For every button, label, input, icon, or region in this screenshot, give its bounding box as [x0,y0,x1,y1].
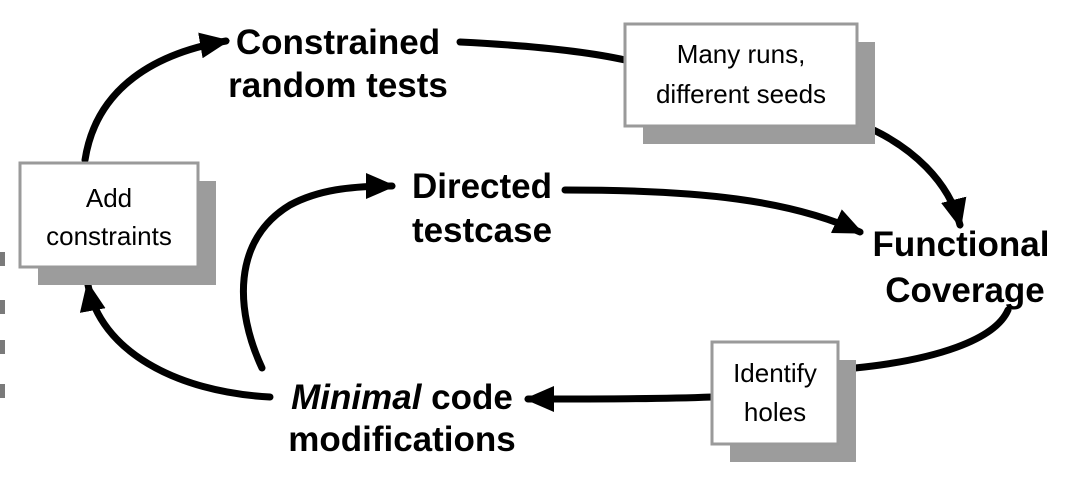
add-constraints-label-line1: Add [86,183,132,213]
node-functional-coverage: Functional Coverage [873,225,1050,310]
arrow-minimal-to-add-constraints [79,281,274,401]
identify-holes-label-line1: Identify [733,358,817,388]
edge-mark [0,300,5,314]
functional-coverage-line2: Coverage [885,271,1045,310]
constrained-random-line2: random tests [228,66,448,105]
add-constraints-label-line2: constraints [46,221,172,251]
arrow-to-many-runs [456,38,629,64]
minimal-emphasis: Minimal [291,378,423,417]
add-constraints-box: Add constraints [18,161,216,285]
arrow-coverage-to-identify [851,306,1012,372]
many-runs-label-line1: Many runs, [677,39,806,69]
constrained-random-line1: Constrained [236,23,440,62]
many-runs-box-frame [623,22,859,128]
many-runs-box: Many runs, different seeds [623,22,875,144]
edge-mark [0,340,5,354]
node-minimal-code-modifications: Minimal code modifications [288,378,516,459]
arrow-minimal-to-directed [239,173,396,372]
directed-testcase-line1: Directed [412,167,552,206]
minimal-code-rest: code [421,378,512,417]
directed-testcase-line2: testcase [412,211,552,250]
minimal-code-line2: modifications [288,420,516,459]
edge-mark [0,252,5,266]
identify-holes-box-frame [710,340,840,446]
node-constrained-random-tests: Constrained random tests [228,23,448,105]
minimal-code-line1: Minimal code [291,378,513,417]
functional-coverage-line1: Functional [873,225,1050,264]
arrow-to-minimal-code [524,385,716,412]
many-runs-label-line2: different seeds [656,79,826,109]
arrow-directed-to-coverage [561,186,864,236]
node-directed-testcase: Directed testcase [412,167,552,250]
add-constraints-box-frame [18,161,200,269]
arrow-to-constrained-random [81,32,230,164]
edge-mark [0,384,5,398]
identify-holes-box: Identify holes [710,340,856,462]
identify-holes-label-line2: holes [744,397,806,427]
